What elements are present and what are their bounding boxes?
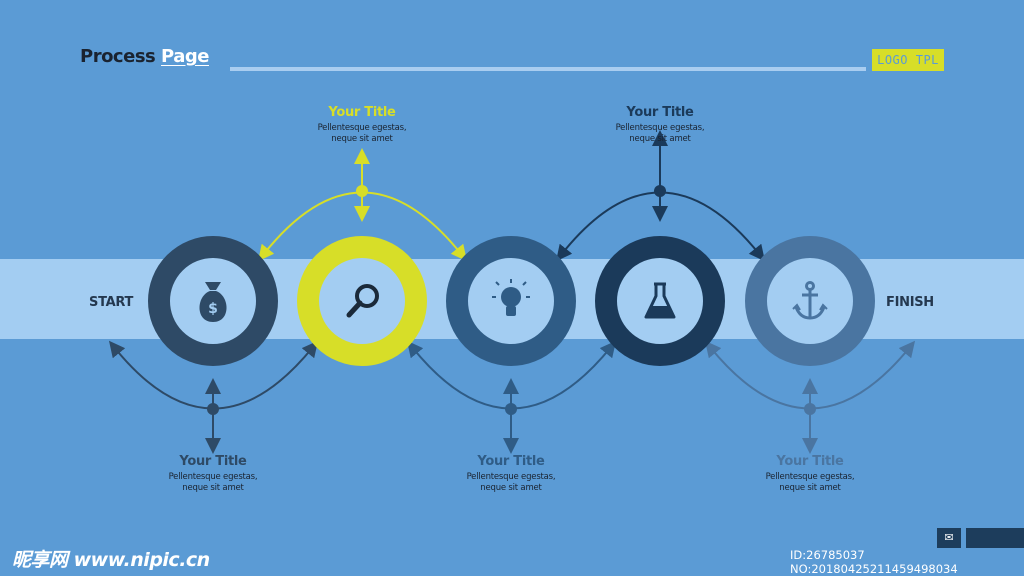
callout-text-line: neque sit amet [629, 134, 691, 144]
callout-text-line: Pellentesque egestas, [615, 123, 705, 133]
callout-text-line: neque sit amet [331, 134, 393, 144]
callout-text-line: Pellentesque egestas, [168, 472, 258, 482]
callout-step-1: Your Title Pellentesque egestas, neque s… [133, 454, 293, 494]
logo: LOGO TPL [872, 49, 944, 71]
anchor-icon [792, 281, 828, 320]
callout-step-5: Your Title Pellentesque egestas, neque s… [730, 454, 890, 494]
svg-text:$: $ [208, 301, 218, 317]
callout-text-line: neque sit amet [480, 483, 542, 493]
callout-step-4: Your Title Pellentesque egestas, neque s… [580, 105, 740, 145]
page-title-main: Process [80, 46, 162, 67]
step-circle-2 [297, 236, 427, 366]
callout-text-line: Pellentesque egestas, [765, 472, 855, 482]
header-divider [230, 67, 866, 71]
magnifier-icon [346, 284, 379, 318]
callout-title: Your Title [776, 454, 844, 469]
finish-label: FINISH [886, 295, 934, 310]
callout-step-3: Your Title Pellentesque egestas, neque s… [431, 454, 591, 494]
callout-text-line: neque sit amet [779, 483, 841, 493]
page-title-highlight: Page [161, 46, 209, 67]
callout-text-line: neque sit amet [182, 483, 244, 493]
connector-step-5 [704, 340, 916, 454]
lightbulb-icon [492, 279, 530, 316]
connector-step-2 [258, 148, 468, 262]
page-title: Process Page [80, 46, 209, 67]
callout-title: Your Title [179, 454, 247, 469]
callout-text-line: Pellentesque egestas, [317, 123, 407, 133]
chat-icon: ✉ [937, 528, 961, 548]
watermark-site: 昵享网 www.nipic.cn [12, 549, 210, 571]
money-bag-icon: $ [199, 282, 227, 322]
step-circle-4 [595, 236, 725, 366]
callout-step-2: Your Title Pellentesque egestas, neque s… [282, 105, 442, 145]
watermark-box [966, 528, 1024, 548]
watermark-id: ID:26785037 NO:20180425211459498034 [790, 548, 958, 576]
start-label: START [89, 295, 134, 310]
callout-title: Your Title [626, 105, 694, 120]
connector-step-3 [406, 340, 617, 454]
connector-step-1 [108, 340, 319, 454]
callout-title: Your Title [328, 105, 396, 120]
callout-title: Your Title [477, 454, 545, 469]
flask-icon [644, 282, 676, 319]
connector-step-4 [556, 130, 766, 262]
callout-text-line: Pellentesque egestas, [466, 472, 556, 482]
